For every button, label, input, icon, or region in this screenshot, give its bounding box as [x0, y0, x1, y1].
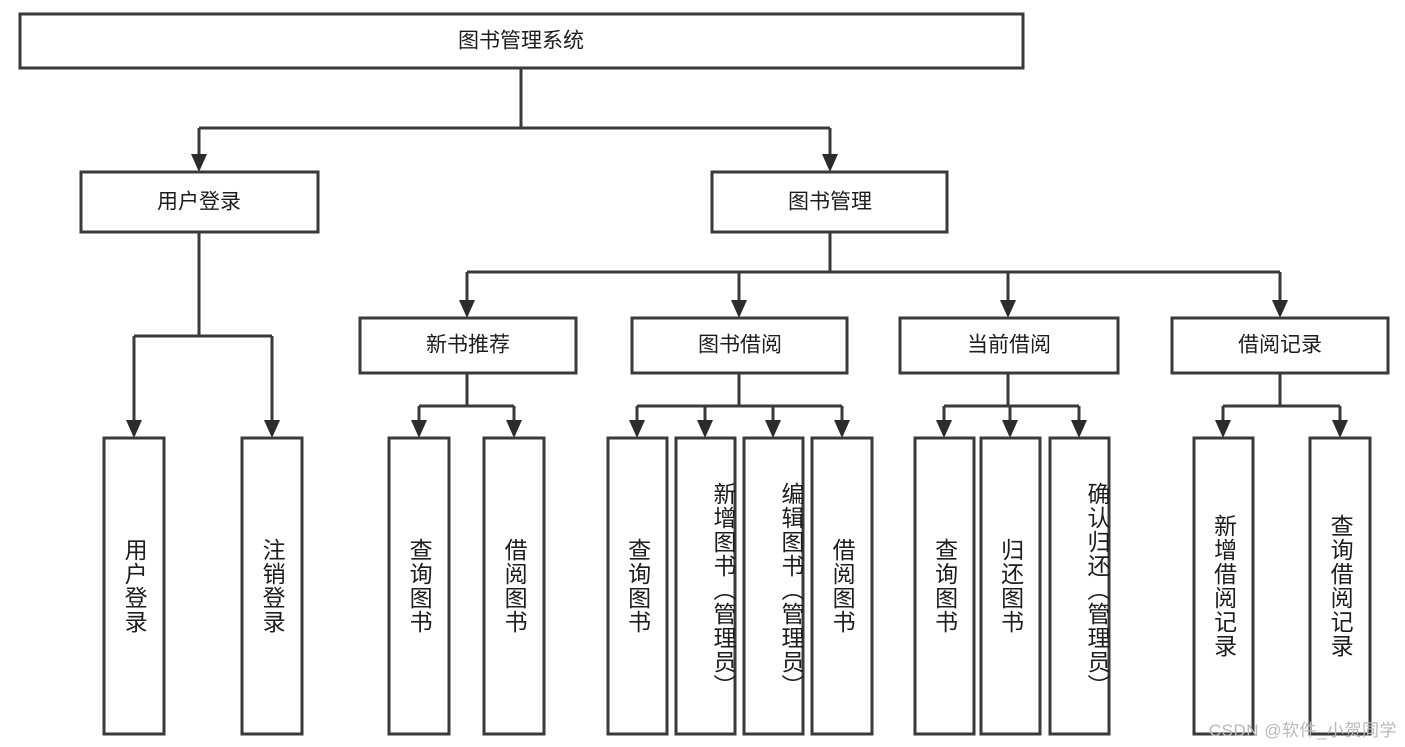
leaf-query-book-2-box[interactable] — [606, 436, 669, 736]
arrow-to-current-borrow — [1000, 300, 1016, 318]
arrow-to-leaf-edit-book — [765, 420, 781, 438]
arrow-to-leaf-return-book — [1002, 420, 1018, 438]
leaf-borrow-book-1-box[interactable] — [482, 436, 546, 736]
leaf-return-book-box[interactable] — [979, 436, 1042, 736]
node-new-book-recommend-label: 新书推荐 — [426, 334, 510, 357]
node-root-box[interactable] — [18, 12, 1025, 70]
node-layer: 图书管理系统 用户登录 图书管理 新书推荐 图书借阅 当前借阅 借阅记录 — [18, 12, 1390, 736]
arrow-to-leaf-query-book-2 — [629, 420, 645, 438]
node-borrow-record-box[interactable] — [1170, 316, 1390, 375]
leaf-query-record-box[interactable] — [1308, 436, 1372, 736]
arrow-to-leaf-borrow-book-2 — [834, 420, 850, 438]
arrow-to-leaf-query-book-1 — [411, 420, 427, 438]
arrow-to-book-manage — [822, 154, 838, 172]
arrow-to-leaf-confirm-return — [1071, 420, 1087, 438]
arrow-to-leaf-user-login — [126, 420, 142, 438]
leaf-user-login-box[interactable] — [102, 436, 166, 736]
watermark-text: CSDN @软件_小贺同学 — [1208, 721, 1397, 740]
node-book-borrow-label: 图书借阅 — [698, 334, 782, 357]
node-new-book-recommend-box[interactable] — [358, 316, 578, 375]
arrow-to-user-login — [191, 154, 207, 172]
node-borrow-record-label: 借阅记录 — [1238, 334, 1322, 357]
node-current-borrow-label: 当前借阅 — [967, 334, 1051, 357]
leaf-add-book-box[interactable] — [674, 436, 737, 736]
leaf-logout-box[interactable] — [240, 436, 304, 736]
leaf-edit-book-box[interactable] — [742, 436, 805, 736]
leaf-query-book-1-box[interactable] — [387, 436, 451, 736]
arrow-to-leaf-query-record — [1332, 420, 1348, 438]
arrow-to-leaf-logout — [264, 420, 280, 438]
leaf-borrow-book-2-box[interactable] — [810, 436, 874, 736]
node-root-label: 图书管理系统 — [458, 30, 584, 53]
arrow-to-leaf-add-book — [697, 420, 713, 438]
leaf-add-record-box[interactable] — [1192, 436, 1255, 736]
connector-layer — [126, 68, 1348, 438]
node-book-borrow-box[interactable] — [630, 316, 849, 375]
arrow-to-leaf-add-record — [1215, 420, 1231, 438]
arrow-to-leaf-query-book-3 — [936, 420, 952, 438]
node-book-manage-label: 图书管理 — [788, 191, 872, 214]
leaf-query-book-3-box[interactable] — [913, 436, 976, 736]
arrow-to-leaf-borrow-book-1 — [506, 420, 522, 438]
node-book-manage-box[interactable] — [710, 170, 949, 234]
arrow-to-new-book-recommend — [459, 300, 475, 318]
leaf-confirm-return-box[interactable] — [1048, 436, 1111, 736]
node-user-login-label: 用户登录 — [157, 191, 241, 214]
node-current-borrow-box[interactable] — [898, 316, 1120, 375]
node-user-login-box[interactable] — [79, 170, 320, 234]
arrow-to-book-borrow — [731, 300, 747, 318]
arrow-to-borrow-record — [1272, 300, 1288, 318]
